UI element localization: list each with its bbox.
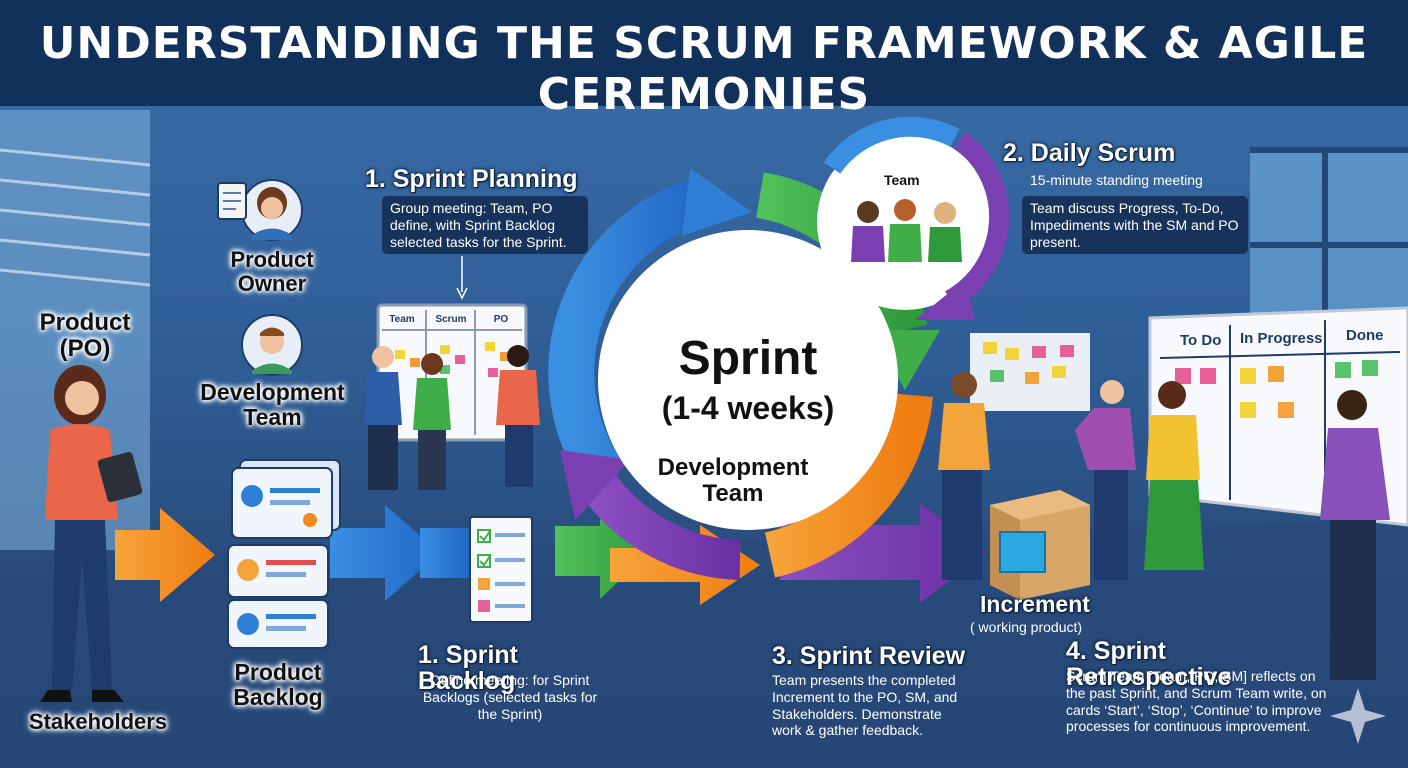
retro-col-done: Done [1346, 327, 1384, 344]
development-team-label: Development Team [200, 379, 345, 431]
product-owner-label: Product Owner [230, 247, 314, 297]
review-sticky-wall [970, 333, 1090, 411]
stakeholders-label: Stakeholders [28, 709, 168, 734]
daily-scrum-team-label: Team [884, 172, 920, 188]
increment-sub: ( working product) [970, 619, 1083, 635]
sprint-retro-desc: Scrum Team [Team, PO, SM] reflects on th… [1066, 668, 1327, 735]
daily-scrum-team [851, 199, 962, 262]
daily-scrum-heading: 2. Daily Scrum [1003, 139, 1176, 167]
increment-box [990, 490, 1090, 600]
planning-col-po: PO [493, 314, 509, 325]
sprint-backlog-document [469, 516, 533, 623]
sprint-review-desc: Team presents the completed Increment to… [772, 672, 958, 739]
development-team-avatar [241, 314, 303, 376]
sprint-cycle-ring [548, 168, 940, 580]
planning-board-headers: Team Scrum PO [378, 314, 526, 325]
sprint-backlog-heading: 1. Sprint Backlog [418, 641, 519, 696]
product-backlog-stack [227, 459, 341, 649]
sparkle-icon [1330, 688, 1386, 744]
header-bar [0, 0, 1408, 106]
product-backlog-label: Product Backlog [233, 659, 323, 711]
daily-scrum-loop [817, 116, 1010, 320]
product-owner-avatar [217, 179, 303, 241]
planning-col-scrum: Scrum [435, 314, 467, 325]
flow-arrow-green [555, 503, 650, 599]
sprint-duration: (1-4 weeks) [661, 390, 835, 426]
sprint-planning-desc: Group meeting: Team, PO define, with Spr… [382, 196, 588, 255]
planning-pointer-arrow [456, 256, 468, 300]
sprint-title: Sprint [678, 332, 818, 385]
daily-scrum-desc: Team discuss Progress, To-Do, Impediment… [1022, 196, 1248, 255]
review-retro-people [938, 372, 1390, 680]
sprint-planning-heading: 1. Sprint Planning [365, 165, 578, 193]
sprint-retro-heading: 4. Sprint Retrospective [1066, 637, 1232, 692]
sprint-team-label: Development Team [657, 454, 809, 508]
increment-label: Increment [980, 591, 1090, 617]
flow-arrow-blue [330, 505, 440, 601]
planning-col-team: Team [389, 314, 415, 325]
planning-team-people [364, 345, 540, 490]
retro-col-todo: To Do [1180, 332, 1222, 349]
sprint-center [598, 230, 898, 530]
flow-arrow-orange [115, 508, 215, 602]
sprint-backlog-desc: Define meeting: for Sprint Backlogs (sel… [422, 672, 598, 722]
retro-col-in-progress: In Progress [1240, 330, 1323, 347]
sprint-review-heading: 3. Sprint Review [772, 642, 966, 670]
page-title: UNDERSTANDING THE SCRUM FRAMEWORK & AGIL… [39, 18, 1369, 120]
daily-scrum-subtitle: 15-minute standing meeting [1030, 172, 1203, 188]
stakeholder-person [40, 365, 143, 702]
product-po-label: Product (PO) [39, 309, 131, 363]
